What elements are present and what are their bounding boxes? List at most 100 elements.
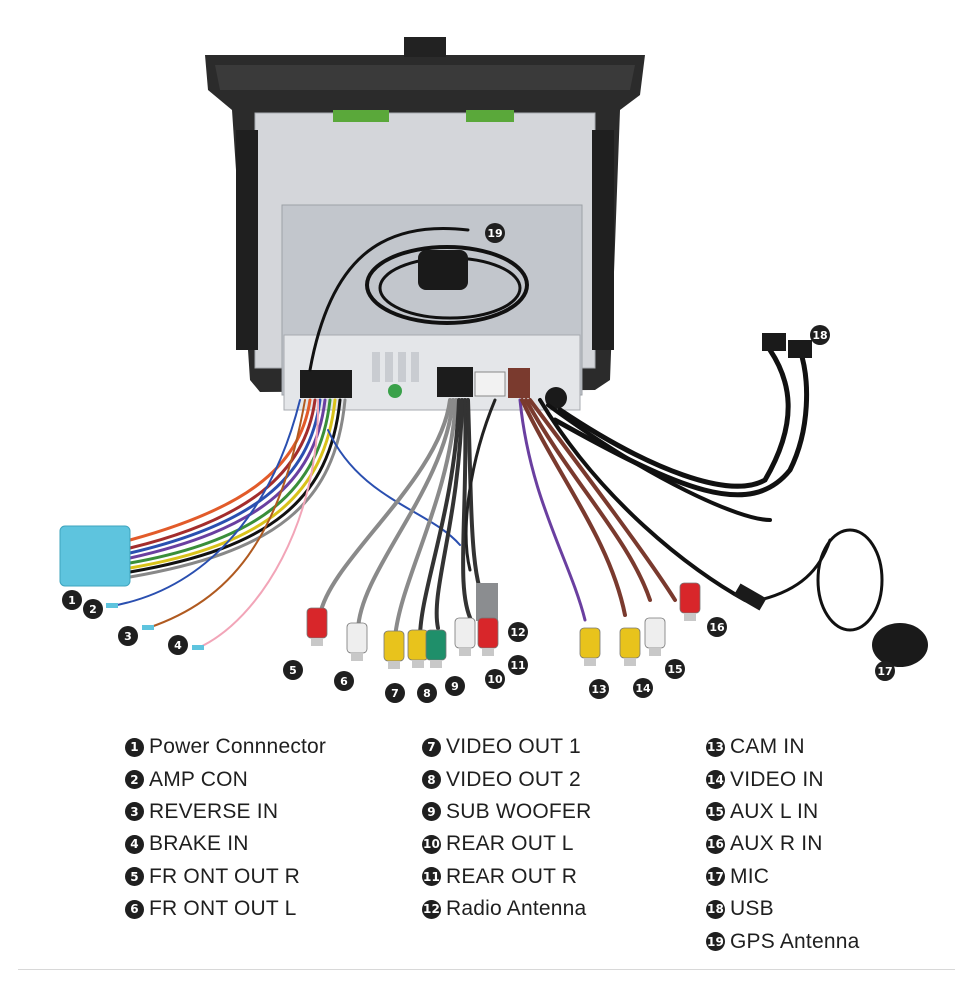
picture-callout-badge: 13 [589, 679, 609, 699]
legend-number: 7 [422, 737, 441, 757]
rca-plug [383, 630, 405, 669]
legend-number: 6 [125, 899, 144, 919]
picture-callout-badge: 10 [485, 669, 505, 689]
picture-callout-number: 13 [591, 683, 606, 696]
usb-plug-a [762, 333, 786, 351]
legend-label: USB [730, 897, 774, 921]
side-bracket-right [592, 130, 614, 350]
picture-callout-number: 19 [487, 227, 502, 240]
rear-connector-power [300, 370, 352, 398]
picture-callout-number: 18 [812, 329, 827, 342]
top-connector-left [333, 110, 389, 122]
rca-plug [454, 617, 476, 656]
legend-number: 1 [125, 737, 144, 757]
rca-plugs [306, 582, 701, 669]
rear-connector-brown [508, 368, 530, 398]
picture-callout-badge: 1 [62, 590, 82, 610]
rca-plug [619, 627, 641, 666]
legend-label: Power Connnector [149, 735, 327, 759]
picture-callout-number: 7 [391, 687, 399, 700]
rear-usb-port [545, 387, 567, 409]
picture-callout-badge: 18 [810, 325, 830, 345]
picture-callout-badge: 4 [168, 635, 188, 655]
picture-callout-number: 11 [510, 659, 525, 672]
picture-callout-number: 2 [89, 603, 97, 616]
picture-callout-number: 3 [124, 630, 132, 643]
rca-plug [477, 617, 499, 656]
legend-label: REAR OUT R [446, 864, 578, 888]
mic-cable-coil [816, 528, 884, 632]
picture-callout-badge: 17 [875, 661, 895, 681]
picture-callout-badge: 3 [118, 626, 138, 646]
legend-number: 16 [706, 834, 725, 854]
mic-body [872, 623, 928, 667]
gps-lead [308, 227, 470, 372]
rear-connector-white [474, 371, 506, 397]
picture-callout-number: 10 [487, 673, 503, 686]
picture-callout-number: 4 [174, 639, 182, 652]
picture-callout-number: 6 [340, 675, 348, 688]
legend-label: REVERSE IN [149, 799, 279, 823]
rca-plug [346, 622, 368, 661]
gps-cable-coil [365, 245, 529, 325]
picture-callout-badge: 7 [385, 683, 405, 703]
lead-tip-brake [192, 645, 204, 650]
lead-tip-amp [106, 603, 118, 608]
legend-number: 4 [125, 834, 144, 854]
rca-plug [425, 629, 447, 668]
legend-label: Radio Antenna [446, 897, 587, 921]
legend-label: BRAKE IN [149, 832, 249, 856]
vent-slots [372, 352, 419, 382]
gps-antenna [308, 227, 529, 372]
radio-antenna-plug [476, 583, 498, 621]
picture-callout-badge: 19 [485, 223, 505, 243]
power-connector-plug [59, 525, 131, 587]
legend-label: SUB WOOFER [446, 799, 592, 823]
legend-label: CAM IN [730, 735, 805, 759]
side-bracket-left [236, 130, 258, 350]
gps-puck [418, 250, 468, 290]
legend-number: 14 [706, 770, 725, 790]
rear-connector-av [437, 367, 473, 397]
picture-callout-number: 16 [709, 621, 725, 634]
legend-number: 2 [125, 770, 144, 790]
picture-callout-badge: 12 [508, 622, 528, 642]
rca-plug [644, 617, 666, 656]
bezel-top-tab [404, 37, 446, 57]
rca-plug [679, 582, 701, 621]
picture-callout-badge: 15 [665, 659, 685, 679]
legend-number: 9 [422, 802, 441, 822]
legend-number: 12 [422, 899, 441, 919]
legend-label: AUX L IN [730, 799, 819, 823]
power-harness [59, 398, 461, 650]
legend-number: 10 [422, 834, 441, 854]
legend-label: AUX R IN [730, 832, 823, 856]
rca-harness [318, 398, 498, 640]
picture-callout-badge: 9 [445, 676, 465, 696]
legend-label: VIDEO IN [730, 767, 824, 791]
legend-number: 5 [125, 867, 144, 887]
legend-number: 17 [706, 867, 725, 887]
rca-plug [407, 629, 429, 668]
usb-plug-b [788, 340, 812, 358]
legend-number: 13 [706, 737, 725, 757]
picture-callout-number: 14 [635, 682, 651, 695]
picture-callout-number: 5 [289, 664, 297, 677]
legend-number: 18 [706, 899, 725, 919]
picture-callout-number: 15 [667, 663, 682, 676]
